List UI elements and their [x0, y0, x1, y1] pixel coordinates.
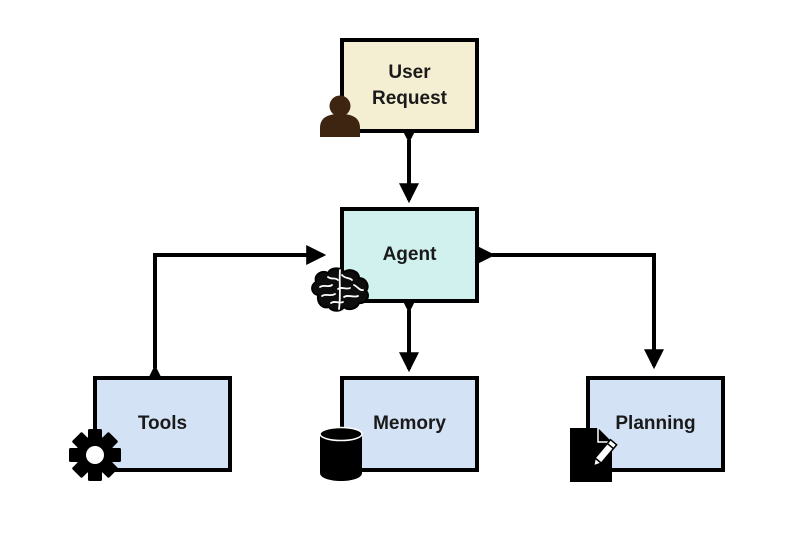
- tools-node: Tools: [93, 376, 232, 472]
- user-request-node: User Request: [340, 38, 479, 133]
- user-request-label: User Request: [372, 61, 447, 109]
- gear-icon: [69, 429, 121, 481]
- database-icon: [319, 426, 363, 481]
- memory-label: Memory: [373, 413, 446, 434]
- agent-label: Agent: [382, 244, 437, 265]
- agent-tools-arrow: [145, 245, 327, 385]
- document-pencil-icon: [570, 428, 618, 482]
- person-icon: [320, 95, 360, 137]
- tools-label: Tools: [137, 413, 188, 434]
- brain-icon: [311, 267, 369, 312]
- planning-label: Planning: [615, 413, 696, 434]
- memory-node: Memory: [340, 376, 479, 472]
- agent-planning-arrow: [475, 245, 664, 370]
